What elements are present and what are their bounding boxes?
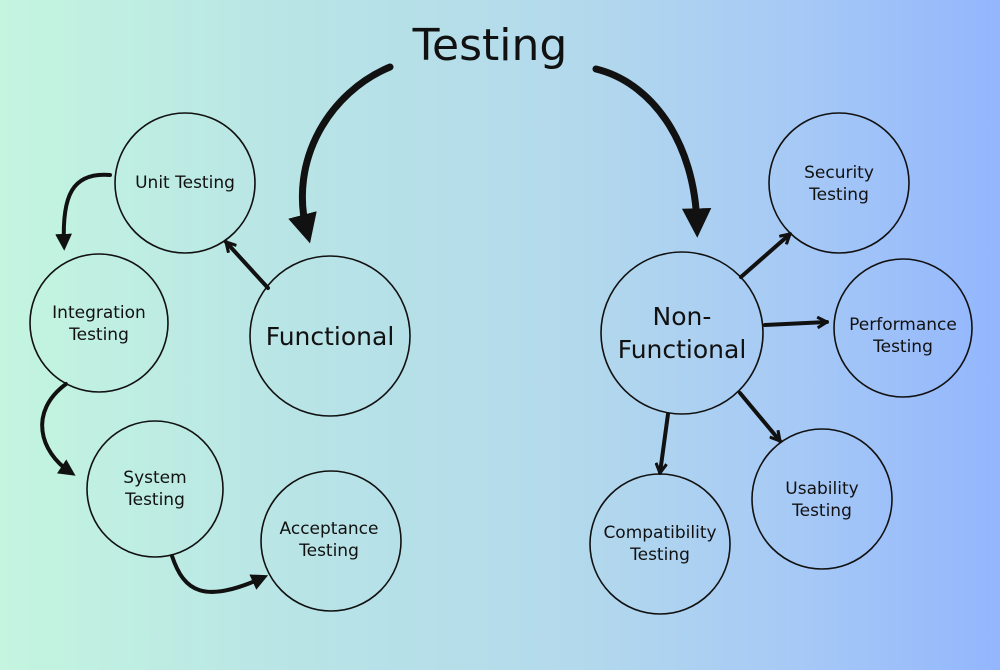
arrow-system-to-acceptance (170, 554, 269, 594)
label-non-functional: Non- Functional (617, 302, 747, 364)
label-unit-testing: Unit Testing (135, 172, 235, 193)
circle-usability-testing (751, 428, 893, 570)
arrow-non-functional-to-performance (763, 322, 829, 325)
arrow-testing-to-non-functional (592, 65, 712, 238)
label-security-testing: Security Testing (804, 162, 874, 205)
label-integration-testing: Integration Testing (52, 302, 146, 345)
label-performance-testing: Performance Testing (849, 314, 957, 357)
circle-non-functional (600, 251, 764, 415)
circle-security-testing (768, 112, 910, 254)
circle-integration-testing (29, 253, 169, 393)
label-functional: Functional (265, 321, 395, 351)
arrow-functional-to-unit (224, 240, 270, 290)
arrow-unit-to-integration (55, 172, 112, 251)
arrow-integration-to-system (40, 382, 76, 476)
arrow-testing-to-functional (288, 63, 394, 244)
circle-functional (249, 255, 411, 417)
label-acceptance-testing: Acceptance Testing (279, 518, 379, 561)
circle-acceptance-testing (260, 470, 402, 612)
label-compatibility-testing: Compatibility Testing (603, 522, 717, 565)
arrow-non-functional-to-compatibility (660, 412, 670, 475)
label-usability-testing: Usability Testing (785, 478, 859, 521)
diagram-title: Testing (412, 20, 568, 71)
label-system-testing: System Testing (123, 467, 187, 510)
circle-system-testing (86, 420, 224, 558)
arrow-non-functional-to-security (739, 232, 792, 279)
circle-unit-testing (114, 112, 256, 254)
circle-performance-testing (833, 258, 973, 398)
arrow-non-functional-to-usability (738, 391, 782, 443)
